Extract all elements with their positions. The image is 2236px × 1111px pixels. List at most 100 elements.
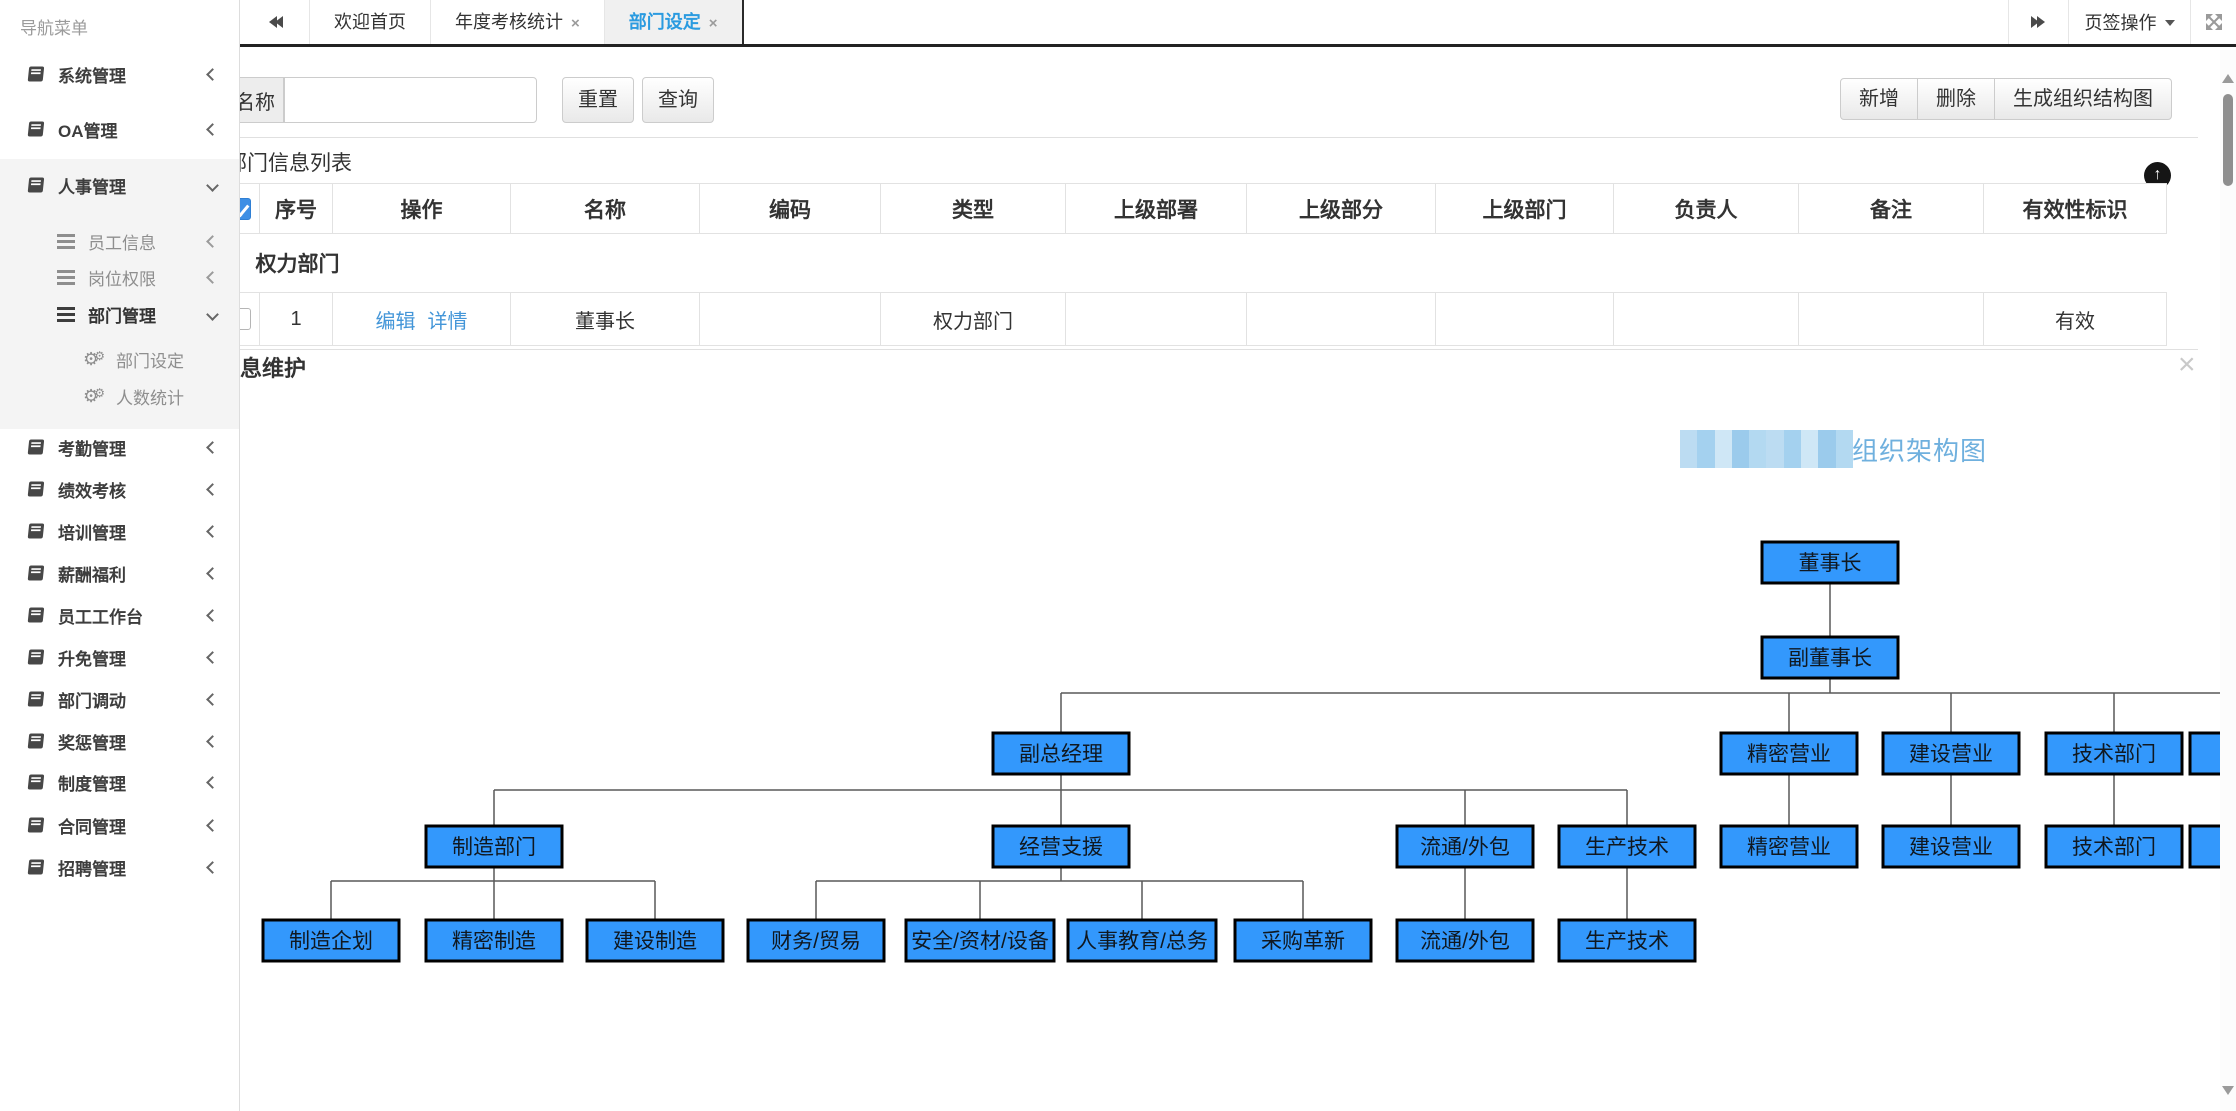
sidebar-item-training[interactable]: 培训管理 xyxy=(0,511,239,551)
divider xyxy=(240,137,2198,138)
sidebar-item-hr[interactable]: 人事管理 xyxy=(0,165,239,205)
sidebar-item-regulation[interactable]: 制度管理 xyxy=(0,762,239,802)
sidebar-item-contract[interactable]: 合同管理 xyxy=(0,805,239,845)
row-checkbox[interactable] xyxy=(240,308,251,331)
search-input[interactable] xyxy=(284,77,537,123)
org-node-n19 xyxy=(746,918,886,963)
double-arrow-left-icon xyxy=(274,16,283,28)
cell-sup-dept2 xyxy=(1246,292,1436,346)
sidebar-item-headcount-stats[interactable]: ⚙⚙ 人数统计 xyxy=(83,386,184,408)
chevron-left-icon xyxy=(206,482,219,496)
add-button[interactable]: 新增 xyxy=(1841,79,1918,119)
sidebar-item-employee-info[interactable]: 员工信息 xyxy=(0,221,239,261)
redacted-company-name xyxy=(1680,430,1853,468)
chevron-left-icon xyxy=(206,440,219,454)
arrow-up-icon: ↑ xyxy=(2153,166,2162,183)
col-sup-dept2: 上级部分 xyxy=(1246,183,1436,234)
org-node-label: 人事教育/总务 xyxy=(1076,930,1208,953)
org-node-label: 副总经理 xyxy=(1019,743,1103,766)
sidebar-item-department-setting[interactable]: ⚙⚙ 部门设定 xyxy=(83,349,184,371)
org-node-label: 经营支援 xyxy=(1019,836,1103,859)
panel-close-button[interactable]: × xyxy=(2178,348,2196,382)
sidebar-item-post-permission[interactable]: 岗位权限 xyxy=(0,257,239,297)
delete-button[interactable]: 删除 xyxy=(1918,79,1995,119)
sidebar-item-attendance[interactable]: 考勤管理 xyxy=(0,427,239,467)
main-content: 欢迎首页 年度考核统计× 部门设定× 页签操作 xyxy=(240,0,2236,1111)
chevron-left-icon xyxy=(206,860,219,874)
scrollbar-thumb[interactable] xyxy=(2223,94,2233,186)
reset-button[interactable]: 重置 xyxy=(562,77,634,123)
org-node-n4 xyxy=(1719,731,1859,776)
sidebar-header: 导航菜单 xyxy=(20,19,88,38)
table-group-row: 权力部门 xyxy=(240,233,2167,293)
tab-welcome[interactable]: 欢迎首页 xyxy=(310,0,431,44)
tabs-scroll-left-button[interactable] xyxy=(240,0,310,44)
sidebar-item-recruitment[interactable]: 招聘管理 xyxy=(0,847,239,887)
col-code: 编码 xyxy=(699,183,881,234)
book-icon xyxy=(24,64,48,84)
org-node-n5 xyxy=(1881,731,2021,776)
sidebar-item-performance[interactable]: 绩效考核 xyxy=(0,469,239,509)
org-node-label: 董事长 xyxy=(1799,552,1862,575)
org-node-label: 生产技术 xyxy=(1585,930,1669,953)
fullscreen-toggle-button[interactable] xyxy=(2190,0,2236,44)
sidebar-item-salary[interactable]: 薪酬福利 xyxy=(0,553,239,593)
org-node-n13 xyxy=(1881,824,2021,869)
tabs-scroll-right-button[interactable] xyxy=(2008,0,2068,44)
cell-owner xyxy=(1613,292,1799,346)
cell-type: 权力部门 xyxy=(880,292,1066,346)
sidebar-item-system[interactable]: 系统管理 xyxy=(0,54,239,94)
book-icon xyxy=(24,772,48,792)
menu-bars-icon xyxy=(54,233,78,249)
tab-annual-assessment[interactable]: 年度考核统计× xyxy=(431,0,605,44)
generate-orgchart-button[interactable]: 生成组织结构图 xyxy=(2013,88,2153,110)
org-node-label: 技术部门 xyxy=(2072,836,2156,859)
org-node-n21 xyxy=(1066,918,1218,963)
org-node-n2 xyxy=(1760,635,1900,680)
book-icon xyxy=(24,731,48,751)
org-node-label: 制造企划 xyxy=(289,930,373,953)
org-node-n17 xyxy=(424,918,564,963)
sidebar-item-department-mgmt[interactable]: 部门管理 xyxy=(0,294,239,334)
sidebar-item-oa[interactable]: OA管理 xyxy=(0,109,239,149)
orgchart-svg: 董事长副董事长副总经理精密营业建设营业技术部门制造部门经营支援流通/外包生产技术… xyxy=(261,540,2236,963)
book-icon xyxy=(24,647,48,667)
orgchart-area: 组织架构图 董事长副董事长副总经理精密营业建设营业技术部门制造部门经营支援流通/… xyxy=(240,400,2236,1111)
org-node-label: 安全/资材/设备 xyxy=(911,930,1049,953)
col-valid-flag: 有效性标识 xyxy=(1983,183,2167,234)
org-node-n16 xyxy=(261,918,401,963)
org-node-n1 xyxy=(1760,540,1900,585)
query-button[interactable]: 查询 xyxy=(642,77,714,123)
tab-bar: 欢迎首页 年度考核统计× 部门设定× 页签操作 xyxy=(240,0,2236,47)
close-icon: × xyxy=(2178,348,2196,381)
org-node-label: 技术部门 xyxy=(2072,743,2156,766)
scroll-down-arrow-icon[interactable] xyxy=(2222,1086,2234,1101)
orgchart-title: 组织架构图 xyxy=(1852,436,1988,466)
tab-operations-dropdown[interactable]: 页签操作 xyxy=(2068,0,2190,44)
select-all-checkbox[interactable] xyxy=(240,197,251,220)
sidebar-item-promotion[interactable]: 升免管理 xyxy=(0,637,239,677)
tab-department-setting[interactable]: 部门设定× xyxy=(604,0,744,44)
edit-link[interactable]: 编辑 xyxy=(375,310,416,333)
scroll-up-arrow-icon[interactable] xyxy=(2222,68,2234,83)
sidebar-item-transfer[interactable]: 部门调动 xyxy=(0,679,239,719)
list-panel-title: 部门信息列表 xyxy=(240,152,352,175)
menu-bars-icon xyxy=(54,269,78,285)
book-icon xyxy=(24,437,48,457)
org-node-n22 xyxy=(1233,918,1373,963)
maintain-panel-title: 息维护 xyxy=(240,356,307,381)
tab-close-icon[interactable]: × xyxy=(708,15,718,32)
col-seq: 序号 xyxy=(259,183,333,234)
chevron-down-icon xyxy=(206,307,219,321)
vertical-scrollbar[interactable] xyxy=(2220,50,2236,1111)
department-table: 序号 操作 名称 编码 类型 上级部署 上级部分 上级部门 负责人 备注 有效性… xyxy=(240,183,2167,346)
sidebar-item-reward-punish[interactable]: 奖惩管理 xyxy=(0,721,239,761)
book-icon xyxy=(24,563,48,583)
detail-link[interactable]: 详情 xyxy=(427,310,468,333)
org-node-label: 精密营业 xyxy=(1747,836,1831,859)
chevron-left-icon xyxy=(206,818,219,832)
org-node-n12 xyxy=(1719,824,1859,869)
sidebar-item-workbench[interactable]: 员工工作台 xyxy=(0,595,239,635)
tab-close-icon[interactable]: × xyxy=(571,15,580,32)
